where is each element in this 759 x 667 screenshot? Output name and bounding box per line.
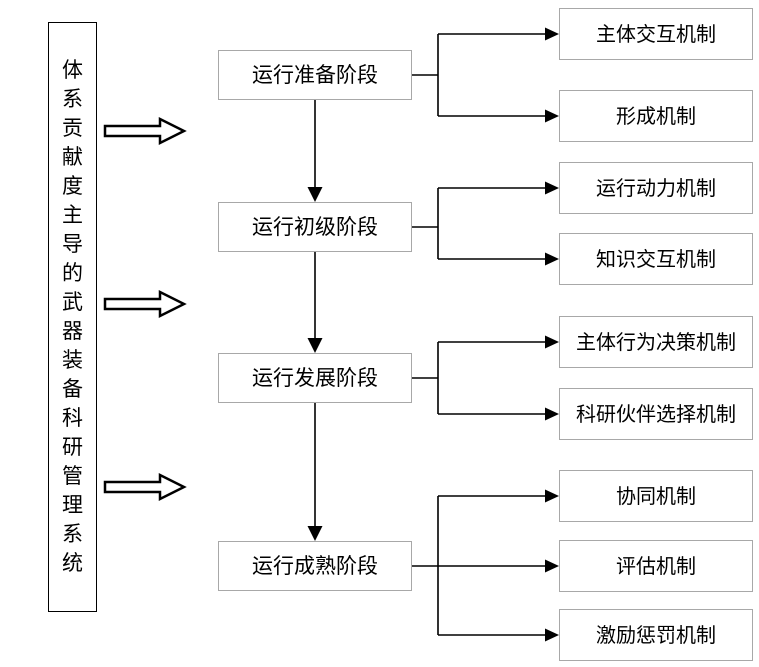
arrowhead-mech-5 xyxy=(545,335,559,349)
flow-arrowhead-stage2 xyxy=(307,187,323,202)
arrowhead-mech-1 xyxy=(545,27,559,41)
flow-arrowhead-stage4 xyxy=(307,526,323,541)
block-arrow-icon xyxy=(103,116,187,146)
stage-box-preparation: 运行准备阶段 xyxy=(218,50,412,100)
mech-box-knowledge-interaction: 知识交互机制 xyxy=(559,233,753,285)
root-system-box: 体系贡献度主导的武器装备科研管理系统 xyxy=(48,22,97,612)
block-arrow-icon xyxy=(103,472,187,502)
flow-arrowhead-stage3 xyxy=(307,338,323,353)
mech-box-subject-interaction: 主体交互机制 xyxy=(559,8,753,60)
block-arrow-icon xyxy=(103,289,187,319)
fork-stage1 xyxy=(412,33,547,117)
mech-box-evaluation: 评估机制 xyxy=(559,540,753,592)
mech-box-partner-selection: 科研伙伴选择机制 xyxy=(559,388,753,440)
fork-stage2 xyxy=(412,187,547,260)
arrowhead-mech-3 xyxy=(545,181,559,195)
arrowhead-mech-7 xyxy=(545,489,559,503)
fork-stage3 xyxy=(412,341,547,415)
fork-stage4 xyxy=(412,495,547,636)
mech-box-formation: 形成机制 xyxy=(559,90,753,142)
stage-box-primary: 运行初级阶段 xyxy=(218,202,412,252)
arrowhead-mech-8 xyxy=(545,559,559,573)
stage-box-maturity: 运行成熟阶段 xyxy=(218,541,412,591)
arrowhead-mech-6 xyxy=(545,407,559,421)
mech-box-collaboration: 协同机制 xyxy=(559,470,753,522)
arrowhead-mech-9 xyxy=(545,628,559,642)
arrowhead-mech-4 xyxy=(545,252,559,266)
mech-box-behavior-decision: 主体行为决策机制 xyxy=(559,316,753,368)
root-system-label: 体系贡献度主导的武器装备科研管理系统 xyxy=(62,58,83,575)
stage-box-development: 运行发展阶段 xyxy=(218,353,412,403)
mech-box-incentive-punishment: 激励惩罚机制 xyxy=(559,609,753,661)
mech-box-operation-dynamics: 运行动力机制 xyxy=(559,162,753,214)
arrowhead-mech-2 xyxy=(545,109,559,123)
